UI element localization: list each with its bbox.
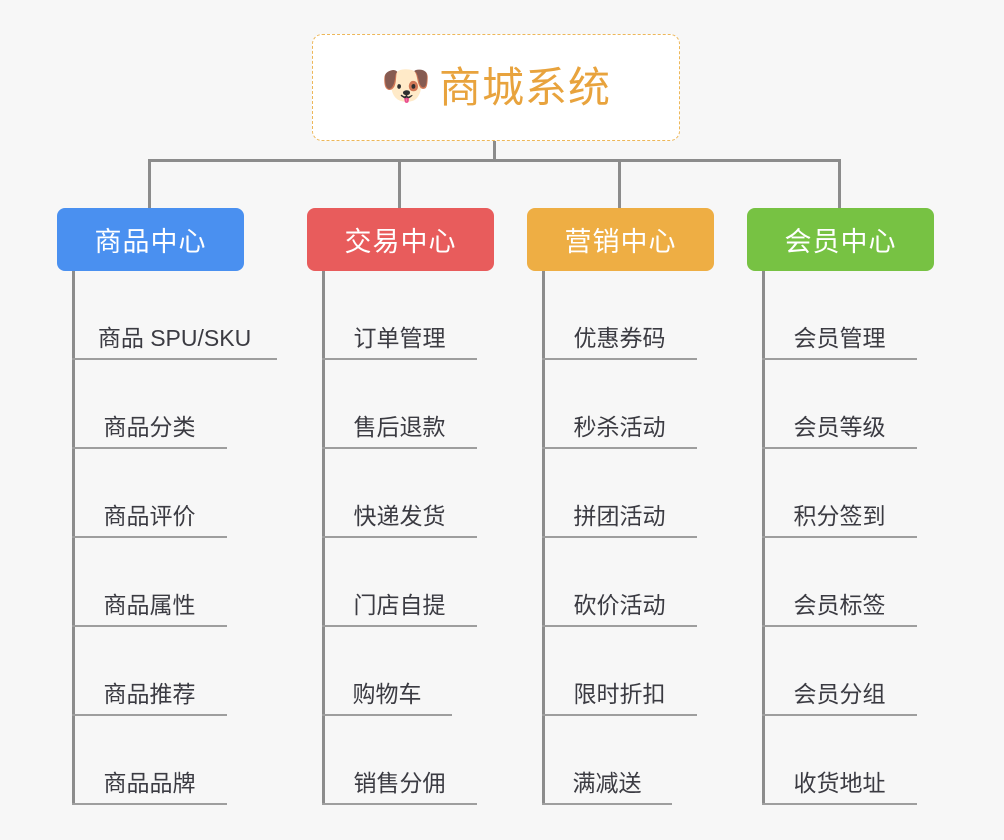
leaf-item[interactable]: 商品分类: [72, 360, 227, 449]
leaf-item-label: 商品评价: [103, 503, 196, 530]
category-header-3[interactable]: 营销中心: [527, 208, 714, 271]
leaf-item-label: 会员等级: [793, 414, 886, 441]
category-header-label: 会员中心: [784, 227, 897, 257]
category-header-label: 商品中心: [94, 227, 207, 257]
branch-trunk-2: [322, 271, 325, 805]
leaf-item[interactable]: 会员管理: [762, 271, 917, 360]
leaf-item-label: 砍价活动: [573, 592, 666, 619]
branch-2: 订单管理售后退款快递发货门店自提购物车销售分佣: [322, 271, 582, 805]
category-header-2[interactable]: 交易中心: [307, 208, 494, 271]
leaf-item[interactable]: 积分签到: [762, 449, 917, 538]
branch-1: 商品 SPU/SKU 商品分类商品评价商品属性商品推荐商品品牌: [72, 271, 332, 805]
leaf-item-label: 拼团活动: [573, 503, 666, 530]
leaf-item[interactable]: 收货地址: [762, 716, 917, 805]
leaf-item-label: 优惠券码: [573, 325, 666, 352]
leaf-item[interactable]: 砍价活动: [542, 538, 697, 627]
branch-drop-connector-1: [148, 159, 151, 209]
horizontal-bus-connector: [148, 159, 840, 162]
leaf-item[interactable]: 会员标签: [762, 538, 917, 627]
branch-trunk-3: [542, 271, 545, 805]
leaf-item-label: 商品 SPU/SKU: [97, 325, 252, 352]
leaf-item[interactable]: 商品品牌: [72, 716, 227, 805]
leaf-item[interactable]: 销售分佣: [322, 716, 477, 805]
leaf-item[interactable]: 秒杀活动: [542, 360, 697, 449]
leaf-item[interactable]: 商品评价: [72, 449, 227, 538]
branch-3: 优惠券码秒杀活动拼团活动砍价活动限时折扣满减送: [542, 271, 802, 805]
leaf-item[interactable]: 会员分组: [762, 627, 917, 716]
leaf-item[interactable]: 限时折扣: [542, 627, 697, 716]
leaf-item[interactable]: 满减送: [542, 716, 672, 805]
root-title: 商城系统: [438, 63, 611, 111]
leaf-item-label: 收货地址: [793, 770, 886, 797]
leaf-item-label: 积分签到: [793, 503, 886, 530]
leaf-item-label: 会员标签: [793, 592, 886, 619]
category-header-4[interactable]: 会员中心: [747, 208, 934, 271]
leaf-item-label: 限时折扣: [573, 681, 666, 708]
category-header-label: 交易中心: [344, 227, 457, 257]
leaf-item-label: 秒杀活动: [573, 414, 666, 441]
dog-face-icon: 🐶: [380, 63, 431, 108]
root-stem-connector: [493, 141, 496, 161]
leaf-item-label: 商品属性: [103, 592, 196, 619]
leaf-item-label: 快递发货: [353, 503, 446, 530]
leaf-item-label: 满减送: [572, 770, 642, 797]
root-node[interactable]: 🐶 商城系统: [312, 34, 680, 141]
branch-trunk-4: [762, 271, 765, 805]
leaf-item[interactable]: 优惠券码: [542, 271, 697, 360]
leaf-item[interactable]: 会员等级: [762, 360, 917, 449]
category-header-1[interactable]: 商品中心: [57, 208, 244, 271]
leaf-item-label: 销售分佣: [353, 770, 446, 797]
branch-drop-connector-2: [398, 159, 401, 209]
leaf-item[interactable]: 售后退款: [322, 360, 477, 449]
leaf-item-label: 订单管理: [353, 325, 446, 352]
leaf-item[interactable]: 订单管理: [322, 271, 477, 360]
leaf-item-label: 会员分组: [793, 681, 886, 708]
leaf-item-label: 商品分类: [103, 414, 196, 441]
leaf-item-label: 购物车: [352, 681, 422, 708]
category-header-label: 营销中心: [564, 227, 677, 257]
leaf-item-label: 门店自提: [353, 592, 446, 619]
leaf-item[interactable]: 商品属性: [72, 538, 227, 627]
leaf-item-label: 售后退款: [353, 414, 446, 441]
leaf-item[interactable]: 商品 SPU/SKU: [72, 271, 277, 360]
leaf-item-label: 商品品牌: [103, 770, 196, 797]
leaf-item[interactable]: 商品推荐: [72, 627, 227, 716]
leaf-item-label: 会员管理: [793, 325, 886, 352]
branch-4: 会员管理会员等级积分签到会员标签会员分组收货地址: [762, 271, 1004, 805]
branch-drop-connector-4: [838, 159, 841, 209]
leaf-item-label: 商品推荐: [103, 681, 196, 708]
branch-trunk-1: [72, 271, 75, 805]
leaf-item[interactable]: 拼团活动: [542, 449, 697, 538]
leaf-item[interactable]: 购物车: [322, 627, 452, 716]
leaf-item[interactable]: 快递发货: [322, 449, 477, 538]
leaf-item[interactable]: 门店自提: [322, 538, 477, 627]
branch-drop-connector-3: [618, 159, 621, 209]
